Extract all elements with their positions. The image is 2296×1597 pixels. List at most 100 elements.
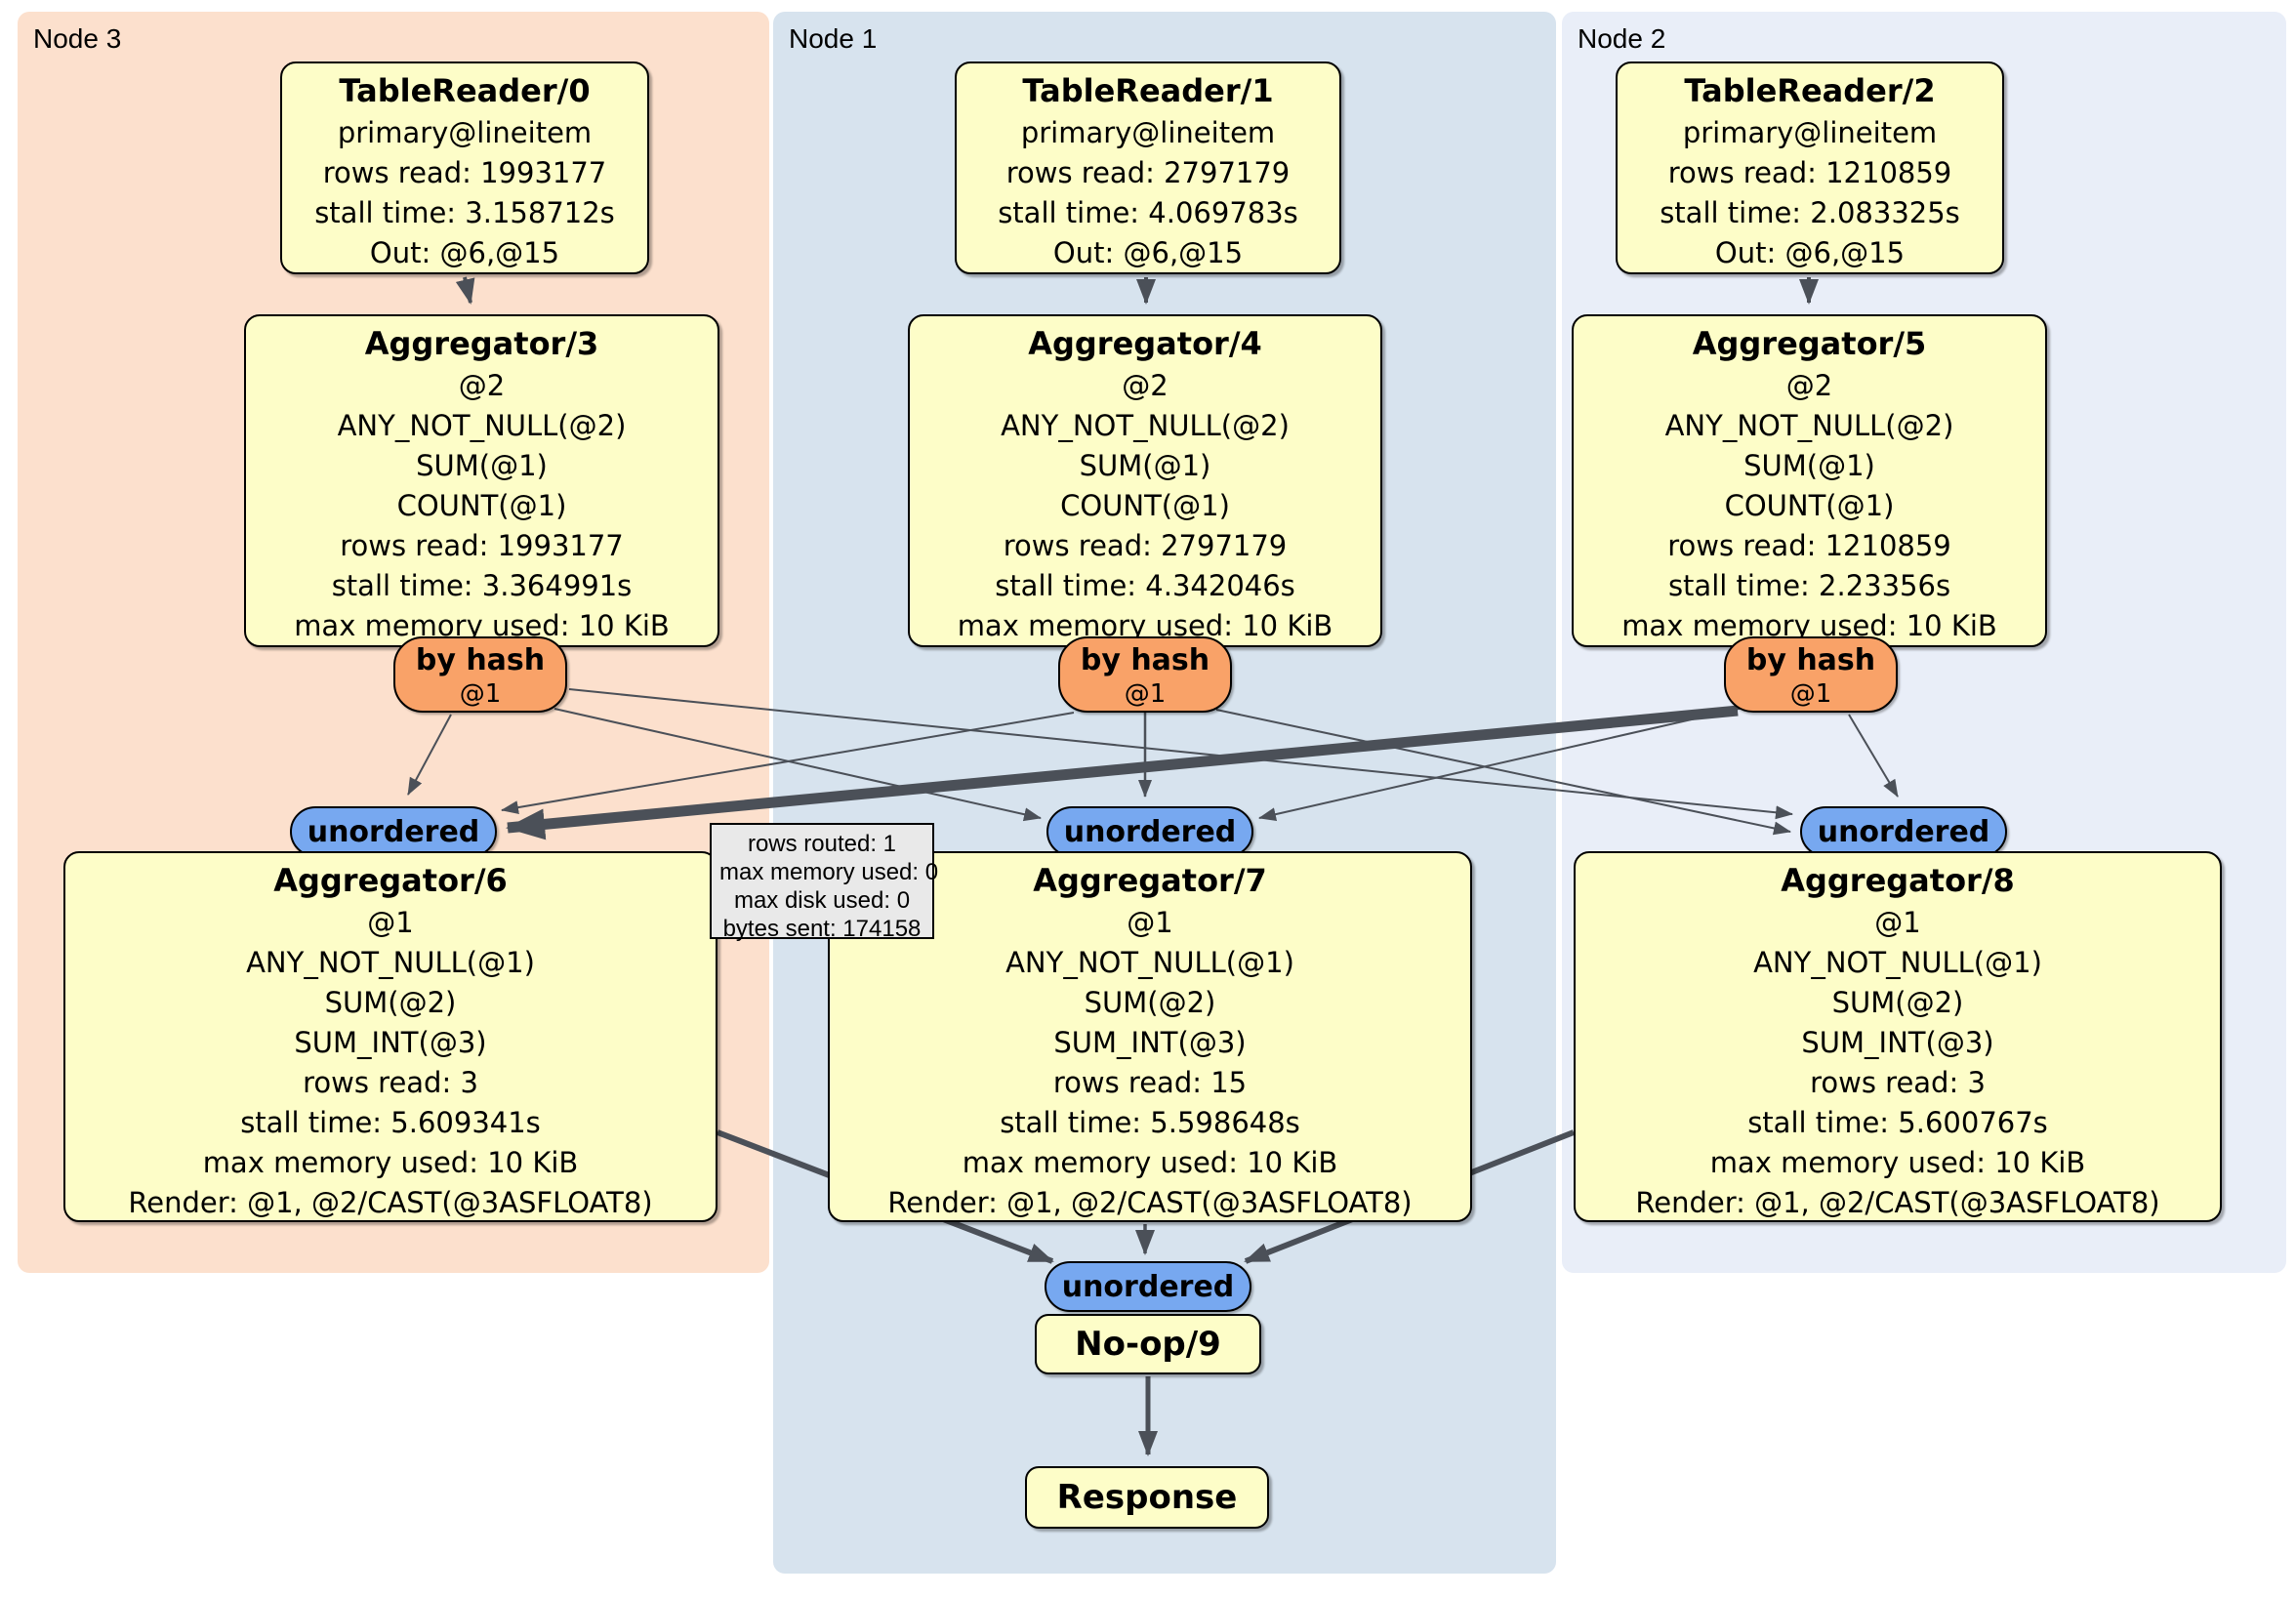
processor-title: No-op/9	[1075, 1325, 1221, 1364]
text-line: @2	[1785, 369, 1833, 402]
processor-title: Aggregator/5	[1692, 325, 1927, 362]
sync-unordered-node3[interactable]: unordered	[290, 806, 497, 857]
node-label: Node 1	[789, 23, 878, 54]
text-line: @1	[1874, 906, 1921, 939]
text-line: Render: @1, @2/CAST(@3ASFLOAT8)	[1635, 1186, 2160, 1219]
text-line: SUM(@1)	[1079, 449, 1211, 482]
text-line: SUM(@2)	[324, 986, 457, 1019]
text-line: @1	[367, 906, 414, 939]
text-line: ANY_NOT_NULL(@1)	[1005, 946, 1294, 979]
sync-label: unordered	[1063, 814, 1237, 849]
router-by-hash-node3[interactable]: by hash @1	[393, 636, 567, 713]
text-line: primary@lineitem	[337, 116, 593, 149]
text-line: SUM(@2)	[1084, 986, 1216, 1019]
router-label: by hash	[1080, 643, 1210, 677]
sync-unordered-node1[interactable]: unordered	[1046, 806, 1253, 857]
processor-tablereader-1[interactable]: TableReader/1 primary@lineitem rows read:…	[955, 61, 1341, 274]
text-line: max memory used: 10 KiB	[962, 1146, 1338, 1179]
processor-title: Aggregator/4	[1028, 325, 1262, 362]
text-line: max memory used: 0	[719, 859, 939, 885]
text-line: rows routed: 1	[747, 831, 897, 857]
sync-unordered-node2[interactable]: unordered	[1800, 806, 2007, 857]
text-line: Render: @1, @2/CAST(@3ASFLOAT8)	[887, 1186, 1413, 1219]
text-line: Render: @1, @2/CAST(@3ASFLOAT8)	[128, 1186, 653, 1219]
processor-title: TableReader/1	[1022, 72, 1274, 109]
router-stream: @1	[459, 679, 502, 709]
text-line: ANY_NOT_NULL(@1)	[1753, 946, 2042, 979]
node-label: Node 3	[33, 23, 122, 54]
text-line: COUNT(@1)	[396, 489, 567, 522]
text-line: primary@lineitem	[1020, 116, 1276, 149]
sync-label: unordered	[307, 814, 480, 849]
text-line: Out: @6,@15	[369, 236, 560, 269]
processor-tablereader-0[interactable]: TableReader/0 primary@lineitem rows read:…	[280, 61, 649, 274]
text-line: rows read: 1993177	[322, 156, 607, 189]
text-line: Out: @6,@15	[1052, 236, 1244, 269]
text-line: rows read: 2797179	[1005, 156, 1291, 189]
text-line: bytes sent: 174158	[722, 916, 922, 942]
edge	[1258, 706, 1748, 822]
processor-title: Aggregator/6	[273, 862, 508, 899]
router-by-hash-node1[interactable]: by hash @1	[1058, 636, 1232, 713]
sync-label: unordered	[1817, 814, 1990, 849]
text-line: ANY_NOT_NULL(@1)	[246, 946, 535, 979]
processor-title: TableReader/0	[339, 72, 591, 109]
edge	[1215, 709, 1791, 836]
text-line: stall time: 2.23356s	[1667, 569, 1951, 602]
text-line: COUNT(@1)	[1060, 489, 1230, 522]
text-line: SUM_INT(@3)	[294, 1026, 487, 1059]
edge	[501, 712, 1075, 815]
text-line: max memory used: 10 KiB	[202, 1146, 579, 1179]
node-label: Node 2	[1578, 23, 1666, 54]
router-stream: @1	[1124, 679, 1167, 709]
processor-details: primary@lineitem rows read: 2797179 stall …	[957, 113, 1339, 273]
text-line: ANY_NOT_NULL(@2)	[1664, 409, 1954, 442]
edge	[455, 276, 475, 305]
processor-response[interactable]: Response	[1025, 1466, 1269, 1529]
edge	[568, 688, 1793, 820]
text-line: stall time: 3.364991s	[331, 569, 633, 602]
text-line: SUM(@2)	[1831, 986, 1964, 1019]
sync-unordered-final[interactable]: unordered	[1045, 1261, 1251, 1312]
text-line: stall time: 2.083325s	[1660, 196, 1960, 229]
text-line: SUM(@1)	[1743, 449, 1875, 482]
edge	[554, 708, 1042, 822]
router-by-hash-node2[interactable]: by hash @1	[1724, 636, 1898, 713]
text-line: SUM_INT(@3)	[1053, 1026, 1247, 1059]
text-line: @1	[1127, 906, 1173, 939]
text-line: Out: @6,@15	[1714, 236, 1906, 269]
text-line: rows read: 1993177	[340, 529, 624, 562]
processor-noop-9[interactable]: No-op/9	[1035, 1314, 1261, 1374]
router-label: by hash	[1745, 643, 1876, 677]
text-line: @2	[458, 369, 506, 402]
text-line: stall time: 4.342046s	[995, 569, 1295, 602]
text-line: stall time: 4.069783s	[998, 196, 1298, 229]
text-line: rows read: 1210859	[1667, 156, 1952, 189]
text-line: stall time: 5.600767s	[1747, 1106, 2048, 1139]
router-label: by hash	[415, 643, 546, 677]
text-line: SUM_INT(@3)	[1801, 1026, 1994, 1059]
edge	[1848, 714, 1899, 798]
processor-title: TableReader/2	[1684, 72, 1936, 109]
text-line: @2	[1122, 369, 1168, 402]
processor-title: Aggregator/7	[1033, 862, 1267, 899]
edge	[506, 705, 1739, 840]
text-line: stall time: 5.609341s	[240, 1106, 541, 1139]
edge	[407, 714, 452, 796]
processor-title: Aggregator/3	[364, 325, 599, 362]
